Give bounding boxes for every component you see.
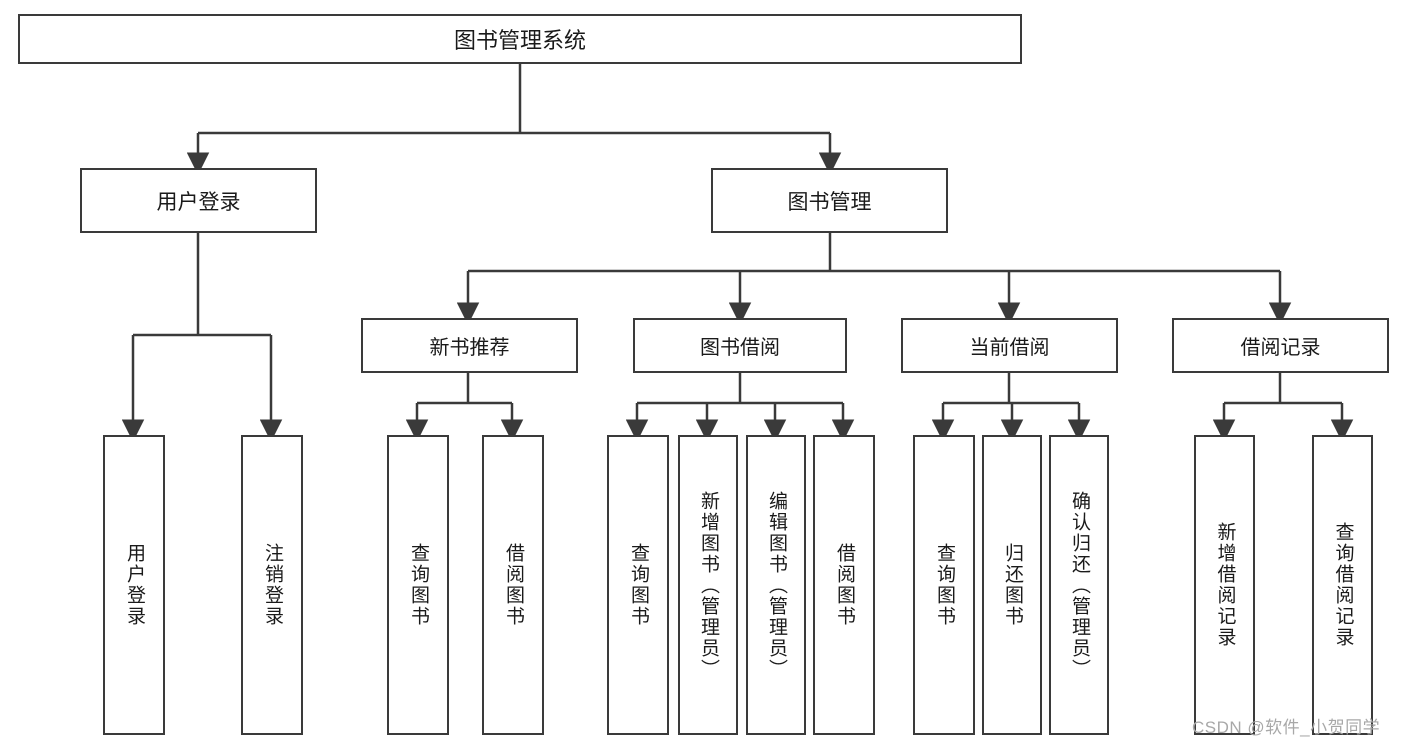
node-book-management-label: 图书管理 [787,190,872,214]
node-current-borrow-label: 当前借阅 [969,337,1050,359]
node-current-borrow[interactable]: 当前借阅 [901,318,1118,373]
leaf-current-borrow-return-label: 归还图书 [1001,543,1023,627]
leaf-current-borrow-return[interactable]: 归还图书 [982,435,1042,735]
node-borrow-record[interactable]: 借阅记录 [1172,318,1389,373]
leaf-borrow-record-add-label: 新增借阅记录 [1214,522,1236,648]
leaf-current-borrow-query[interactable]: 查询图书 [913,435,975,735]
node-book-borrow-label: 图书借阅 [700,337,780,359]
node-book-borrow[interactable]: 图书借阅 [633,318,847,373]
leaf-user-login-login-label: 用户登录 [123,543,145,627]
leaf-current-borrow-confirm-label: 确认归还（管理员） [1068,490,1090,680]
node-new-book-recommend[interactable]: 新书推荐 [361,318,578,373]
leaf-new-book-query-label: 查询图书 [407,543,429,627]
leaf-current-borrow-query-label: 查询图书 [933,543,955,627]
leaf-book-borrow-edit-label: 编辑图书（管理员） [765,490,787,680]
leaf-book-borrow-add[interactable]: 新增图书（管理员） [678,435,738,735]
node-user-login-label: 用户登录 [156,190,241,214]
leaf-book-borrow-borrow[interactable]: 借阅图书 [813,435,875,735]
node-root-system[interactable]: 图书管理系统 [18,14,1022,64]
node-user-login[interactable]: 用户登录 [80,168,317,233]
leaf-book-borrow-add-label: 新增图书（管理员） [697,490,719,680]
leaf-borrow-record-query-label: 查询借阅记录 [1332,522,1354,648]
leaf-borrow-record-add[interactable]: 新增借阅记录 [1194,435,1255,735]
leaf-borrow-record-query[interactable]: 查询借阅记录 [1312,435,1373,735]
leaf-new-book-borrow-label: 借阅图书 [502,543,524,627]
leaf-new-book-borrow[interactable]: 借阅图书 [482,435,544,735]
leaf-book-borrow-borrow-label: 借阅图书 [833,543,855,627]
node-book-management[interactable]: 图书管理 [711,168,948,233]
leaf-user-login-logout[interactable]: 注销登录 [241,435,303,735]
leaf-user-login-login[interactable]: 用户登录 [103,435,165,735]
leaf-current-borrow-confirm[interactable]: 确认归还（管理员） [1049,435,1109,735]
leaf-user-login-logout-label: 注销登录 [261,543,283,627]
leaf-book-borrow-query-label: 查询图书 [627,543,649,627]
leaf-book-borrow-query[interactable]: 查询图书 [607,435,669,735]
leaf-book-borrow-edit[interactable]: 编辑图书（管理员） [746,435,806,735]
node-borrow-record-label: 借阅记录 [1240,337,1321,359]
node-root-system-label: 图书管理系统 [453,28,586,53]
leaf-new-book-query[interactable]: 查询图书 [387,435,449,735]
csdn-watermark: CSDN @软件_小贺同学 [1192,718,1381,737]
node-new-book-recommend-label: 新书推荐 [429,337,510,359]
